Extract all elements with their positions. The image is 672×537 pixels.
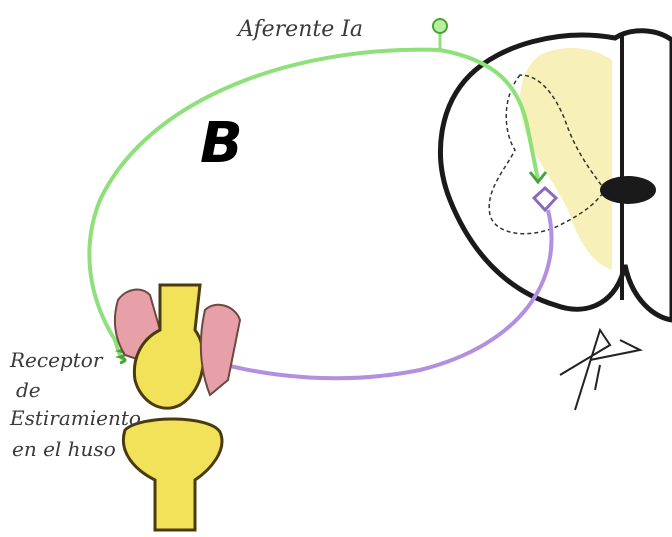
dorsal-root-ganglion [433, 19, 447, 33]
panel-label: B [200, 111, 243, 176]
artist-signature [560, 330, 640, 410]
lower-bone [123, 419, 222, 530]
receptor-label-line-1: Receptor [9, 348, 104, 372]
muscle-right [201, 305, 240, 395]
central-canal [600, 176, 656, 204]
receptor-label-line-3: Estiramiento [9, 406, 141, 430]
spinal-cord-section [440, 31, 672, 320]
afferent-label: Aferente Ia [236, 17, 363, 42]
receptor-label-line-2: de [16, 378, 41, 402]
receptor-label-line-4: en el huso [12, 437, 116, 461]
